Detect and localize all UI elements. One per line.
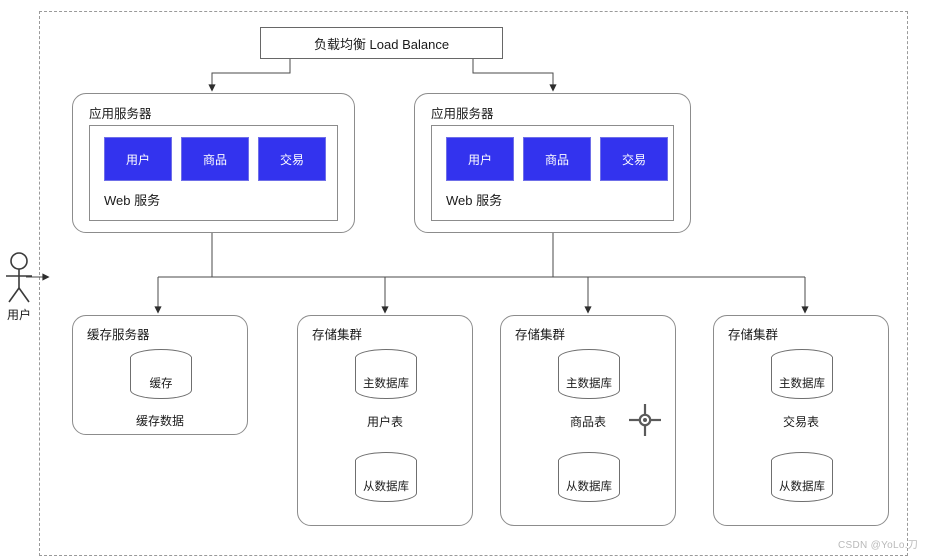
cache-server-title: 缓存服务器 bbox=[87, 328, 150, 342]
system-boundary bbox=[39, 11, 908, 556]
slave-db-cylinder-icon: 从数据库 bbox=[558, 452, 620, 510]
master-db-label: 主数据库 bbox=[363, 378, 409, 390]
module-user[interactable]: 用户 bbox=[446, 137, 514, 181]
module-product[interactable]: 商品 bbox=[181, 137, 249, 181]
web-service-container: 用户 商品 交易 Web 服务 bbox=[431, 125, 674, 221]
master-db-cylinder-icon: 主数据库 bbox=[558, 349, 620, 407]
storage-cluster-node-1[interactable]: 存储集群 主数据库 用户表 从数据库 bbox=[297, 315, 473, 526]
slave-db-label: 从数据库 bbox=[363, 481, 409, 493]
slave-db-cylinder-icon: 从数据库 bbox=[355, 452, 417, 510]
module-trade[interactable]: 交易 bbox=[258, 137, 326, 181]
move-crosshair-cursor bbox=[629, 404, 661, 436]
master-db-label: 主数据库 bbox=[566, 378, 612, 390]
app-server-node-1[interactable]: 应用服务器 用户 商品 交易 Web 服务 bbox=[72, 93, 355, 233]
app-server-title: 应用服务器 bbox=[89, 107, 152, 121]
actor-label: 用户 bbox=[6, 308, 31, 322]
web-service-container: 用户 商品 交易 Web 服务 bbox=[89, 125, 338, 221]
web-service-label: Web 服务 bbox=[104, 193, 161, 208]
module-user[interactable]: 用户 bbox=[104, 137, 172, 181]
app-server-title: 应用服务器 bbox=[431, 107, 494, 121]
storage-cluster-title: 存储集群 bbox=[728, 328, 779, 342]
load-balancer-label: 负载均衡 Load Balance bbox=[313, 36, 450, 52]
storage-cluster-title: 存储集群 bbox=[312, 328, 363, 342]
storage-cluster-caption: 用户表 bbox=[366, 415, 403, 429]
actor-user: 用户 bbox=[2, 250, 42, 322]
storage-cluster-node-2[interactable]: 存储集群 主数据库 商品表 从数据库 bbox=[500, 315, 676, 526]
cache-server-node[interactable]: 缓存服务器 缓存 缓存数据 bbox=[72, 315, 248, 435]
cache-cylinder-icon: 缓存 bbox=[130, 349, 192, 407]
web-service-label: Web 服务 bbox=[446, 193, 503, 208]
slave-db-label: 从数据库 bbox=[779, 481, 825, 493]
load-balancer-node[interactable]: 负载均衡 Load Balance bbox=[260, 27, 503, 59]
watermark: CSDN @YoLo.刀 bbox=[838, 540, 919, 551]
storage-cluster-caption: 交易表 bbox=[782, 415, 819, 429]
master-db-cylinder-icon: 主数据库 bbox=[771, 349, 833, 407]
storage-cluster-caption: 商品表 bbox=[569, 415, 606, 429]
module-row: 用户 商品 交易 bbox=[446, 137, 668, 181]
slave-db-label: 从数据库 bbox=[566, 481, 612, 493]
cache-caption: 缓存数据 bbox=[135, 414, 184, 428]
app-server-node-2[interactable]: 应用服务器 用户 商品 交易 Web 服务 bbox=[414, 93, 691, 233]
slave-db-cylinder-icon: 从数据库 bbox=[771, 452, 833, 510]
module-product[interactable]: 商品 bbox=[523, 137, 591, 181]
cache-cylinder-label: 缓存 bbox=[149, 378, 173, 390]
storage-cluster-node-3[interactable]: 存储集群 主数据库 交易表 从数据库 bbox=[713, 315, 889, 526]
module-row: 用户 商品 交易 bbox=[104, 137, 326, 181]
master-db-label: 主数据库 bbox=[779, 378, 825, 390]
master-db-cylinder-icon: 主数据库 bbox=[355, 349, 417, 407]
storage-cluster-title: 存储集群 bbox=[515, 328, 566, 342]
stick-figure-icon bbox=[6, 252, 32, 303]
module-trade[interactable]: 交易 bbox=[600, 137, 668, 181]
